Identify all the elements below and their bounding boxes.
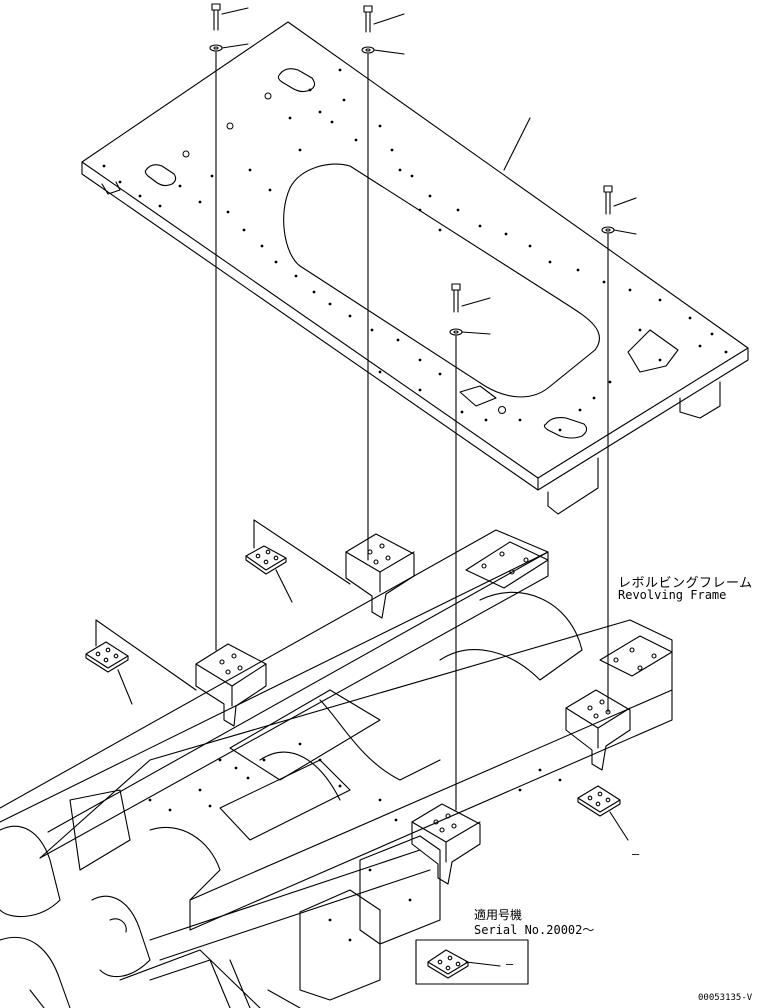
pad-front — [411, 803, 481, 885]
shim-plate-2 — [85, 619, 197, 705]
slot-left — [144, 164, 177, 187]
slot-bottom — [543, 417, 588, 439]
revolving-frame-label-en: Revolving Frame — [618, 588, 727, 602]
floor-plate — [81, 21, 749, 515]
drawing-code: 00053135-V — [698, 993, 753, 1003]
slot-top — [277, 68, 316, 93]
callout-dash-box: – — [506, 957, 514, 971]
serial-label-en: Serial No.20002～ — [474, 923, 595, 937]
frame-rivets — [148, 742, 562, 942]
pad-mid — [345, 533, 415, 619]
bolt-set-3 — [601, 185, 637, 713]
plate-leader — [503, 117, 531, 171]
bolt-set-1 — [209, 3, 249, 651]
bolt-set-4 — [449, 283, 491, 811]
serial-label-jp: 適用号機 — [474, 908, 523, 922]
cover-right — [627, 329, 679, 373]
shim-plate-1 — [245, 519, 351, 603]
pad-left — [195, 643, 267, 727]
revolving-frame-label-jp: レボルビングフレーム — [618, 576, 753, 591]
plate-holes — [102, 68, 728, 432]
cover-center — [459, 385, 497, 407]
serial-box — [415, 939, 529, 985]
bolt-set-2 — [361, 5, 405, 561]
revolving-frame — [0, 529, 673, 1008]
shim-plate-3 — [577, 785, 629, 841]
pad-right — [565, 689, 631, 771]
plate-cutout — [283, 163, 601, 398]
callout-dash-right: – — [632, 847, 640, 861]
shim-plate-4 — [427, 949, 501, 979]
